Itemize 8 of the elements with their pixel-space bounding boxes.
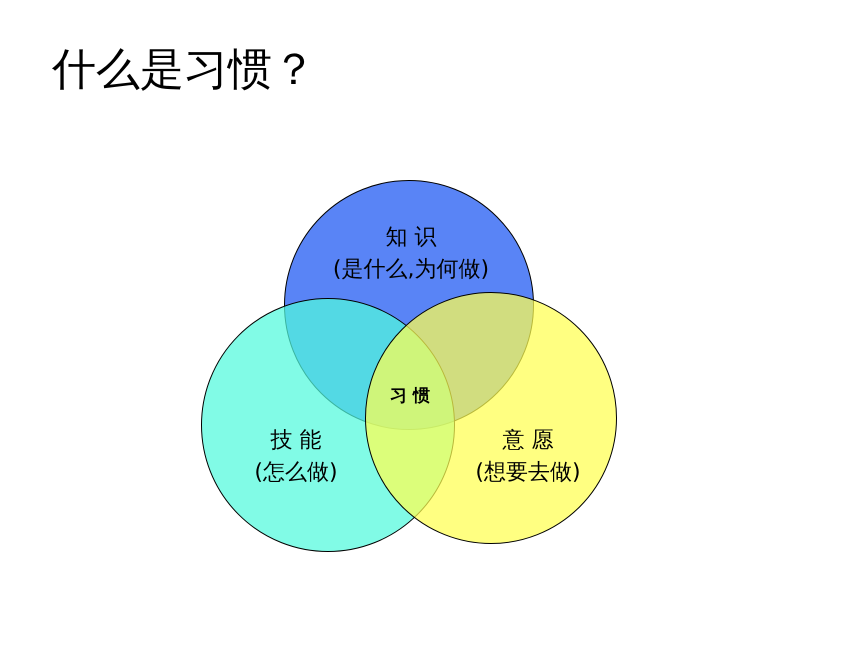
circle-subtitle: (想要去做) xyxy=(474,459,582,487)
title: 什么是习惯？ xyxy=(52,43,316,97)
circle-heading: 技 能 xyxy=(270,427,322,455)
circle-subtitle: (是什么,为何做) xyxy=(332,256,490,284)
circle-subtitle: (怎么做) xyxy=(253,459,339,487)
center-label: 习 惯 xyxy=(389,385,431,407)
circle-heading: 意 愿 xyxy=(502,427,554,455)
circle-heading: 知 识 xyxy=(384,224,438,252)
